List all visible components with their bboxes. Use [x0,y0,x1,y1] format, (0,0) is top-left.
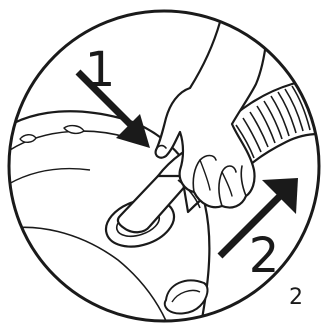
step-2-label: 2 [249,228,280,284]
step-1-label: 1 [85,42,116,98]
illustration-circle [0,22,328,332]
figure-number: 2 [289,285,303,310]
